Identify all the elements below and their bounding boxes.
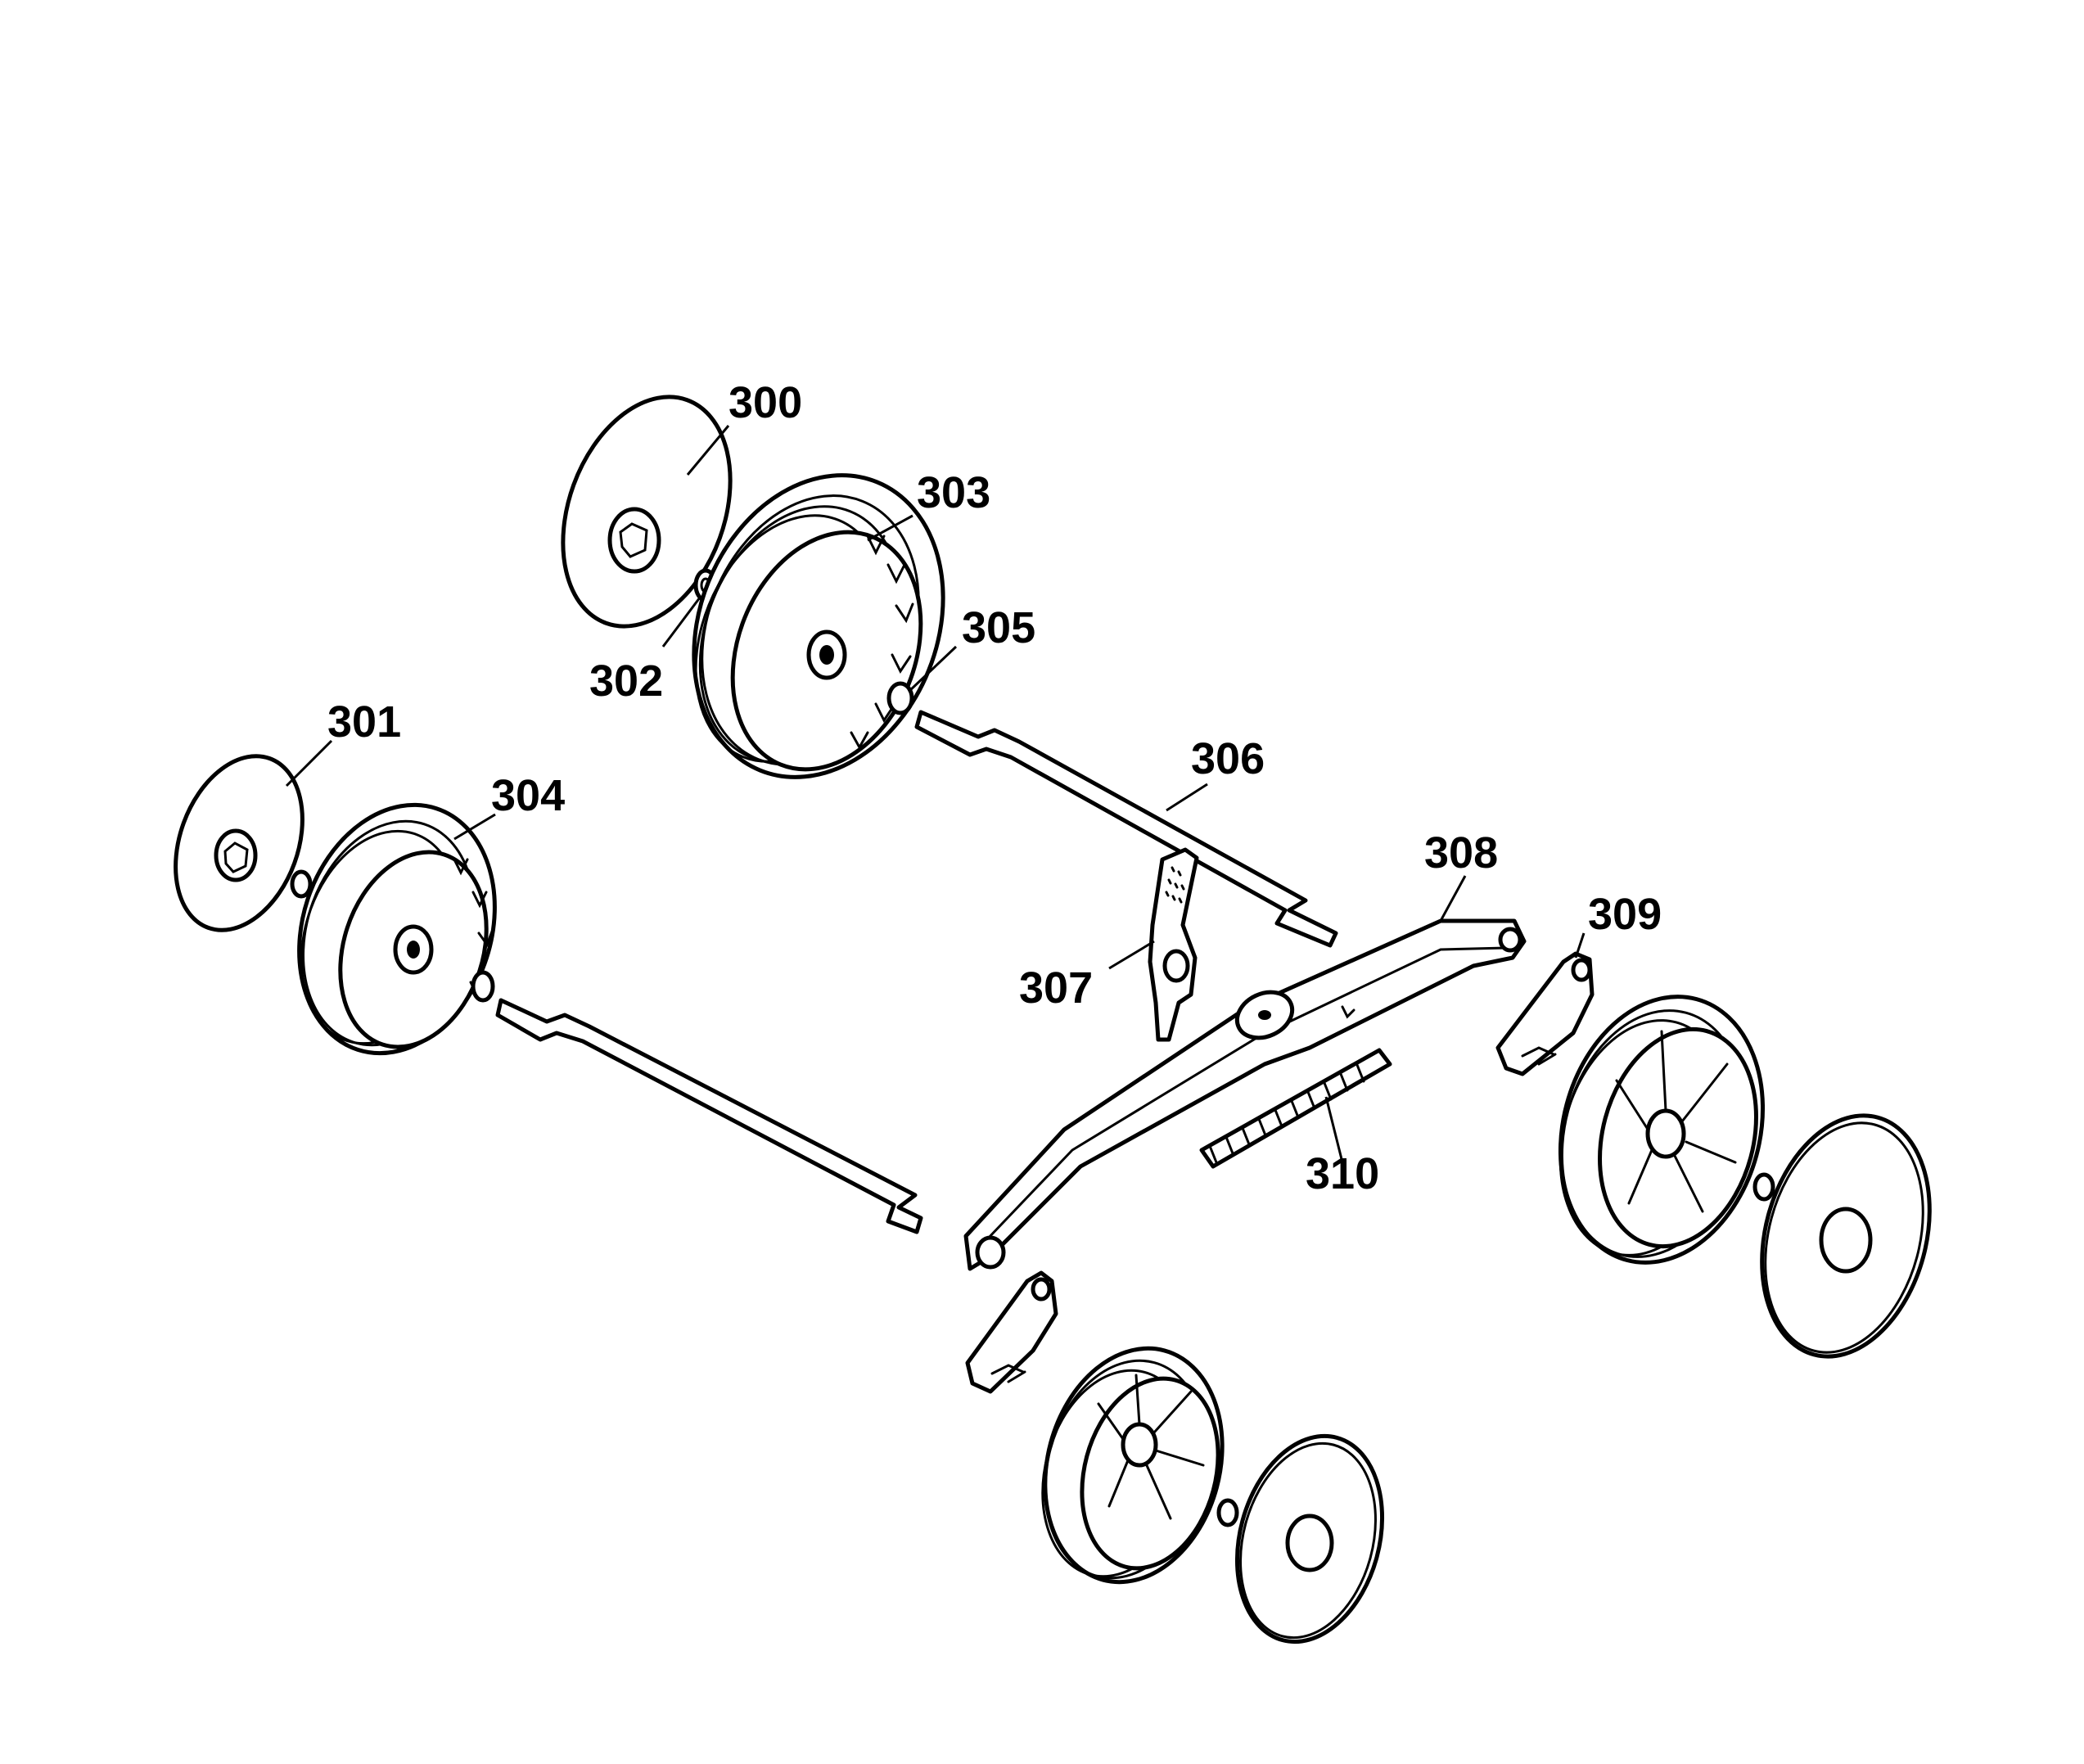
- wheel-front-left: [1041, 1346, 1225, 1585]
- leader-303: [867, 514, 913, 542]
- callout-308: 308: [1424, 828, 1498, 877]
- hub-cap-300: [561, 395, 733, 629]
- leader-302: [661, 597, 701, 647]
- washer-305: [886, 681, 914, 715]
- callout-302: 302: [589, 656, 663, 706]
- bracket-lower: [965, 1270, 1058, 1394]
- leader-304: [453, 813, 496, 841]
- washer-right: [1752, 1172, 1775, 1202]
- hub-cap-lower: [1234, 1433, 1385, 1644]
- lift-bar-308: [963, 918, 1527, 1271]
- leader-309: [1574, 932, 1586, 959]
- callout-305: 305: [962, 603, 1035, 652]
- leader-307: [1108, 940, 1155, 970]
- leader-310: [1324, 1096, 1344, 1163]
- callout-307: 307: [1019, 963, 1093, 1013]
- leader-306: [1166, 783, 1208, 812]
- bracket-309: [1495, 951, 1595, 1076]
- leader-lines: [285, 425, 1586, 1163]
- callout-303: 303: [917, 468, 990, 517]
- callout-labels: 300 301 302 303 304 305 306 307 308 309 …: [327, 378, 1662, 1198]
- wheel-303: [692, 473, 945, 779]
- callout-301: 301: [327, 697, 401, 747]
- callout-304: 304: [491, 771, 565, 820]
- axle-306: [914, 710, 1338, 948]
- spring-310: [1199, 1048, 1392, 1169]
- callout-310: 310: [1306, 1149, 1379, 1198]
- lever-307: [1148, 847, 1199, 1042]
- callout-300: 300: [728, 378, 802, 427]
- leader-301: [285, 739, 333, 787]
- wheel-304: [297, 802, 497, 1056]
- wheel-front-right: [1558, 995, 1766, 1265]
- leader-308: [1439, 875, 1467, 922]
- washer-left: [290, 869, 313, 899]
- leader-300: [686, 425, 730, 476]
- hub-cap-right: [1760, 1113, 1932, 1359]
- callout-309: 309: [1588, 890, 1662, 939]
- callout-306: 306: [1191, 734, 1265, 783]
- washer-lower: [1216, 1498, 1239, 1527]
- hub-cap-301: [174, 754, 304, 932]
- washer-304-side: [471, 970, 495, 1003]
- leader-305: [907, 645, 958, 693]
- axle-lower: [495, 998, 923, 1234]
